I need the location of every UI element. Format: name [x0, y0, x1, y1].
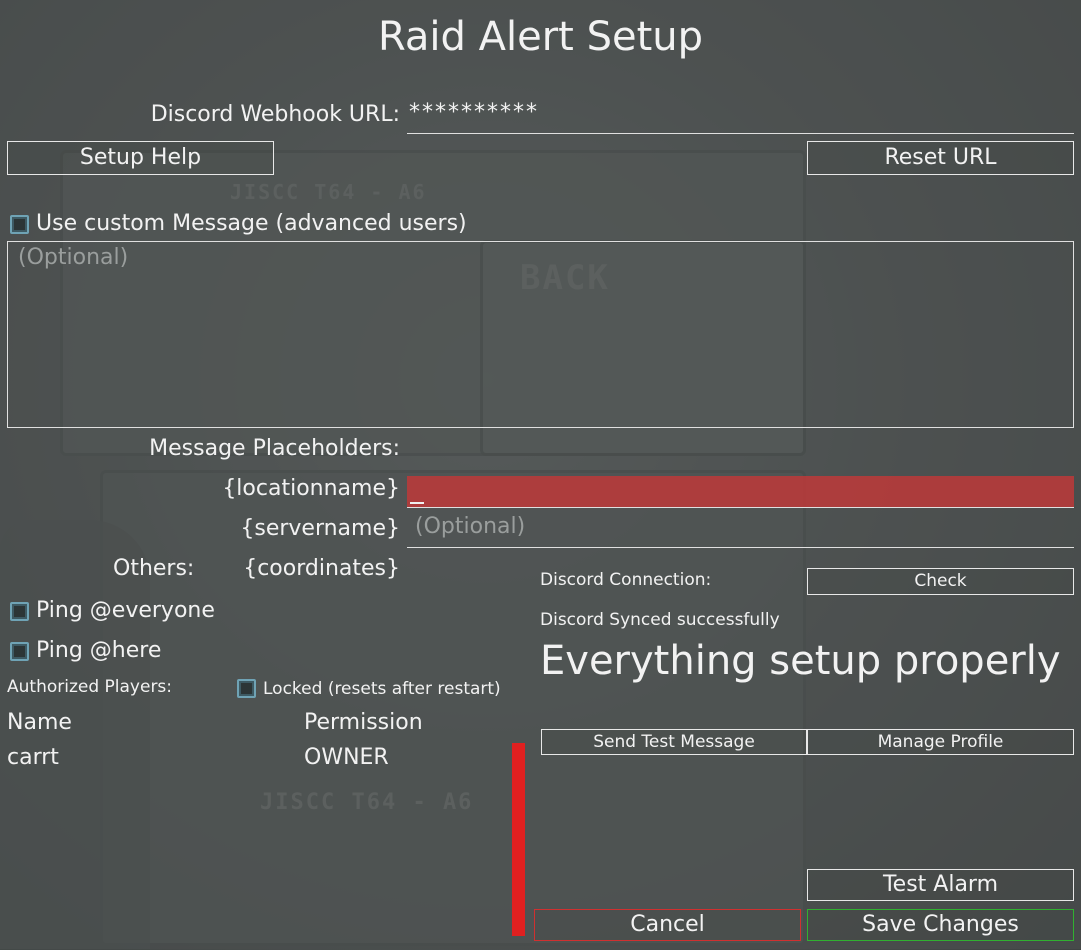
setup-summary-text: Everything setup properly — [540, 638, 1061, 684]
ping-here-checkbox[interactable] — [10, 642, 29, 661]
reset-url-button[interactable]: Reset URL — [807, 141, 1074, 175]
webhook-url-input[interactable]: ********** — [407, 100, 1074, 134]
custom-message-textarea[interactable]: (Optional) — [7, 241, 1074, 428]
column-header-name: Name — [7, 710, 72, 735]
check-button[interactable]: Check — [807, 568, 1074, 595]
server-token-label: {servername} — [240, 516, 400, 541]
test-alarm-button[interactable]: Test Alarm — [807, 869, 1074, 901]
placeholders-heading: Message Placeholders: — [149, 436, 400, 461]
ping-here-label: Ping @here — [36, 638, 162, 663]
ping-everyone-label: Ping @everyone — [36, 598, 215, 623]
manage-profile-button[interactable]: Manage Profile — [807, 729, 1074, 755]
locked-checkbox[interactable] — [237, 679, 256, 698]
authorized-players-label: Authorized Players: — [7, 677, 173, 697]
page-title: Raid Alert Setup — [378, 14, 703, 60]
background-stencil: JISCC T64 - A6 — [230, 180, 427, 204]
column-header-permission: Permission — [304, 710, 423, 735]
cancel-button[interactable]: Cancel — [534, 909, 801, 941]
server-name-input[interactable]: (Optional) — [407, 514, 1074, 548]
player-list-scrollbar[interactable] — [512, 743, 525, 936]
discord-connection-label: Discord Connection: — [540, 570, 712, 590]
send-test-message-button[interactable]: Send Test Message — [541, 729, 807, 755]
custom-message-label: Use custom Message (advanced users) — [36, 211, 467, 236]
location-name-input[interactable] — [407, 476, 1074, 508]
coordinates-token-label: {coordinates} — [243, 556, 400, 581]
discord-status-text: Discord Synced successfully — [540, 610, 780, 630]
player-name: carrt — [7, 745, 59, 770]
custom-message-checkbox[interactable] — [10, 215, 29, 234]
save-changes-button[interactable]: Save Changes — [807, 909, 1074, 941]
background-rock — [0, 520, 150, 950]
custom-message-placeholder: (Optional) — [18, 245, 129, 270]
background-stencil: JISCC T64 - A6 — [260, 790, 474, 815]
locked-label: Locked (resets after restart) — [263, 679, 501, 699]
text-cursor — [410, 502, 424, 504]
webhook-label: Discord Webhook URL: — [150, 102, 400, 127]
server-name-placeholder: (Optional) — [415, 514, 526, 539]
setup-help-button[interactable]: Setup Help — [7, 141, 274, 175]
others-label: Others: — [113, 556, 195, 581]
player-permission: OWNER — [304, 745, 389, 770]
location-token-label: {locationname} — [222, 476, 400, 501]
ping-everyone-checkbox[interactable] — [10, 602, 29, 621]
